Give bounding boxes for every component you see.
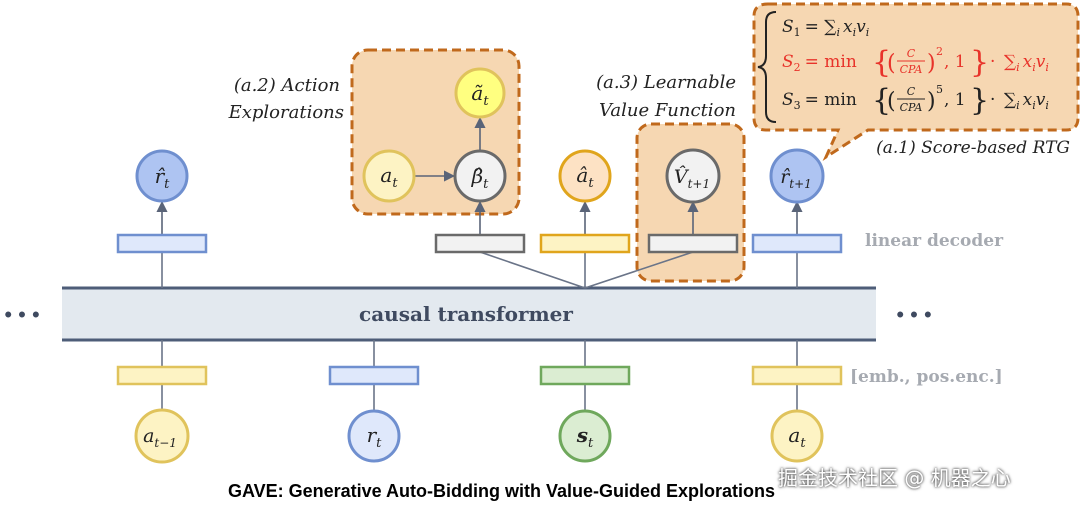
embedding-box-a-prev bbox=[116, 365, 208, 386]
v-hat-node bbox=[665, 148, 721, 204]
a-t-node bbox=[362, 149, 416, 203]
score-rtg-label: (a.1) Score-based RTG bbox=[876, 138, 1070, 158]
input-label-r: rt bbox=[367, 423, 383, 451]
input-label-a: at bbox=[788, 423, 806, 451]
watermark: 掘金技术社区 @ 机器之心 bbox=[778, 466, 1011, 490]
input-label-s: st bbox=[576, 423, 594, 451]
svg-text:{: { bbox=[872, 45, 891, 80]
action-explorations-label-2: Explorations bbox=[228, 102, 344, 123]
embedding-box-r bbox=[328, 365, 420, 386]
svg-text:(: ( bbox=[887, 51, 896, 76]
a-tilde-node bbox=[454, 67, 506, 119]
ellipsis-right: • • • bbox=[896, 302, 931, 327]
a-tilde-label: ãt bbox=[471, 81, 489, 109]
svg-text:(: ( bbox=[887, 89, 896, 114]
svg-text:C: C bbox=[907, 85, 916, 98]
svg-text:): ) bbox=[927, 89, 936, 114]
svg-text:S3= min: S3= min bbox=[782, 90, 857, 112]
connector bbox=[584, 251, 694, 289]
v-hat-label: V̂t+1 bbox=[674, 166, 710, 191]
input-node-a-prev bbox=[134, 408, 190, 464]
embedding-box-s bbox=[539, 365, 631, 386]
a-t-label: at bbox=[380, 163, 398, 191]
svg-text:5: 5 bbox=[936, 83, 943, 96]
action-explorations-label: (a.2) Action bbox=[234, 75, 340, 96]
figure-caption: GAVE: Generative Auto-Bidding with Value… bbox=[227, 481, 776, 501]
beta-hat-label: β̂t bbox=[471, 164, 490, 192]
decoder-box-a bbox=[539, 233, 631, 254]
svg-text:C: C bbox=[907, 47, 916, 60]
transformer-label: causal transformer bbox=[359, 302, 573, 326]
decoder-label: linear decoder bbox=[865, 231, 1004, 251]
svg-text:·: · bbox=[990, 90, 995, 110]
r-hat-next-label: r̂t+1 bbox=[780, 166, 812, 191]
rtg-callout bbox=[752, 2, 1080, 161]
a-hat-node bbox=[558, 149, 612, 203]
input-label-a-prev: at−1 bbox=[143, 425, 177, 450]
decoder-box-r-next bbox=[751, 233, 843, 254]
a-hat-label: ât bbox=[576, 163, 594, 191]
beta-hat-node bbox=[453, 149, 507, 203]
svg-text:, 1: , 1 bbox=[944, 90, 966, 110]
svg-text:): ) bbox=[927, 51, 936, 76]
input-node-s bbox=[558, 409, 612, 463]
input-node-r bbox=[347, 409, 401, 463]
connector bbox=[479, 251, 586, 289]
svg-text:CPA: CPA bbox=[900, 101, 923, 114]
svg-text:{: { bbox=[872, 83, 891, 118]
svg-text:2: 2 bbox=[936, 45, 943, 58]
r-hat-node bbox=[135, 149, 189, 203]
decoder-box-r bbox=[116, 233, 208, 254]
causal-transformer bbox=[62, 288, 876, 340]
r-hat-next-node bbox=[769, 148, 825, 204]
svg-text:CPA: CPA bbox=[900, 63, 923, 76]
embedding-label: [emb., pos.enc.] bbox=[850, 367, 1003, 387]
svg-text:S2= min: S2= min bbox=[782, 52, 857, 74]
input-node-a bbox=[770, 409, 824, 463]
svg-text:·: · bbox=[990, 52, 995, 72]
embedding-box-a bbox=[751, 365, 843, 386]
svg-text:, 1: , 1 bbox=[944, 52, 966, 72]
formula-brace bbox=[757, 11, 777, 123]
svg-text:}: } bbox=[970, 83, 989, 118]
decoder-box-v bbox=[647, 233, 739, 254]
decoder-box-beta bbox=[434, 233, 526, 254]
value-function-label: (a.3) Learnable bbox=[596, 72, 736, 93]
r-hat-label: r̂t bbox=[155, 164, 171, 192]
value-function-label-2: Value Function bbox=[599, 100, 736, 121]
ellipsis-left: • • • bbox=[4, 302, 39, 327]
svg-text:}: } bbox=[970, 45, 989, 80]
